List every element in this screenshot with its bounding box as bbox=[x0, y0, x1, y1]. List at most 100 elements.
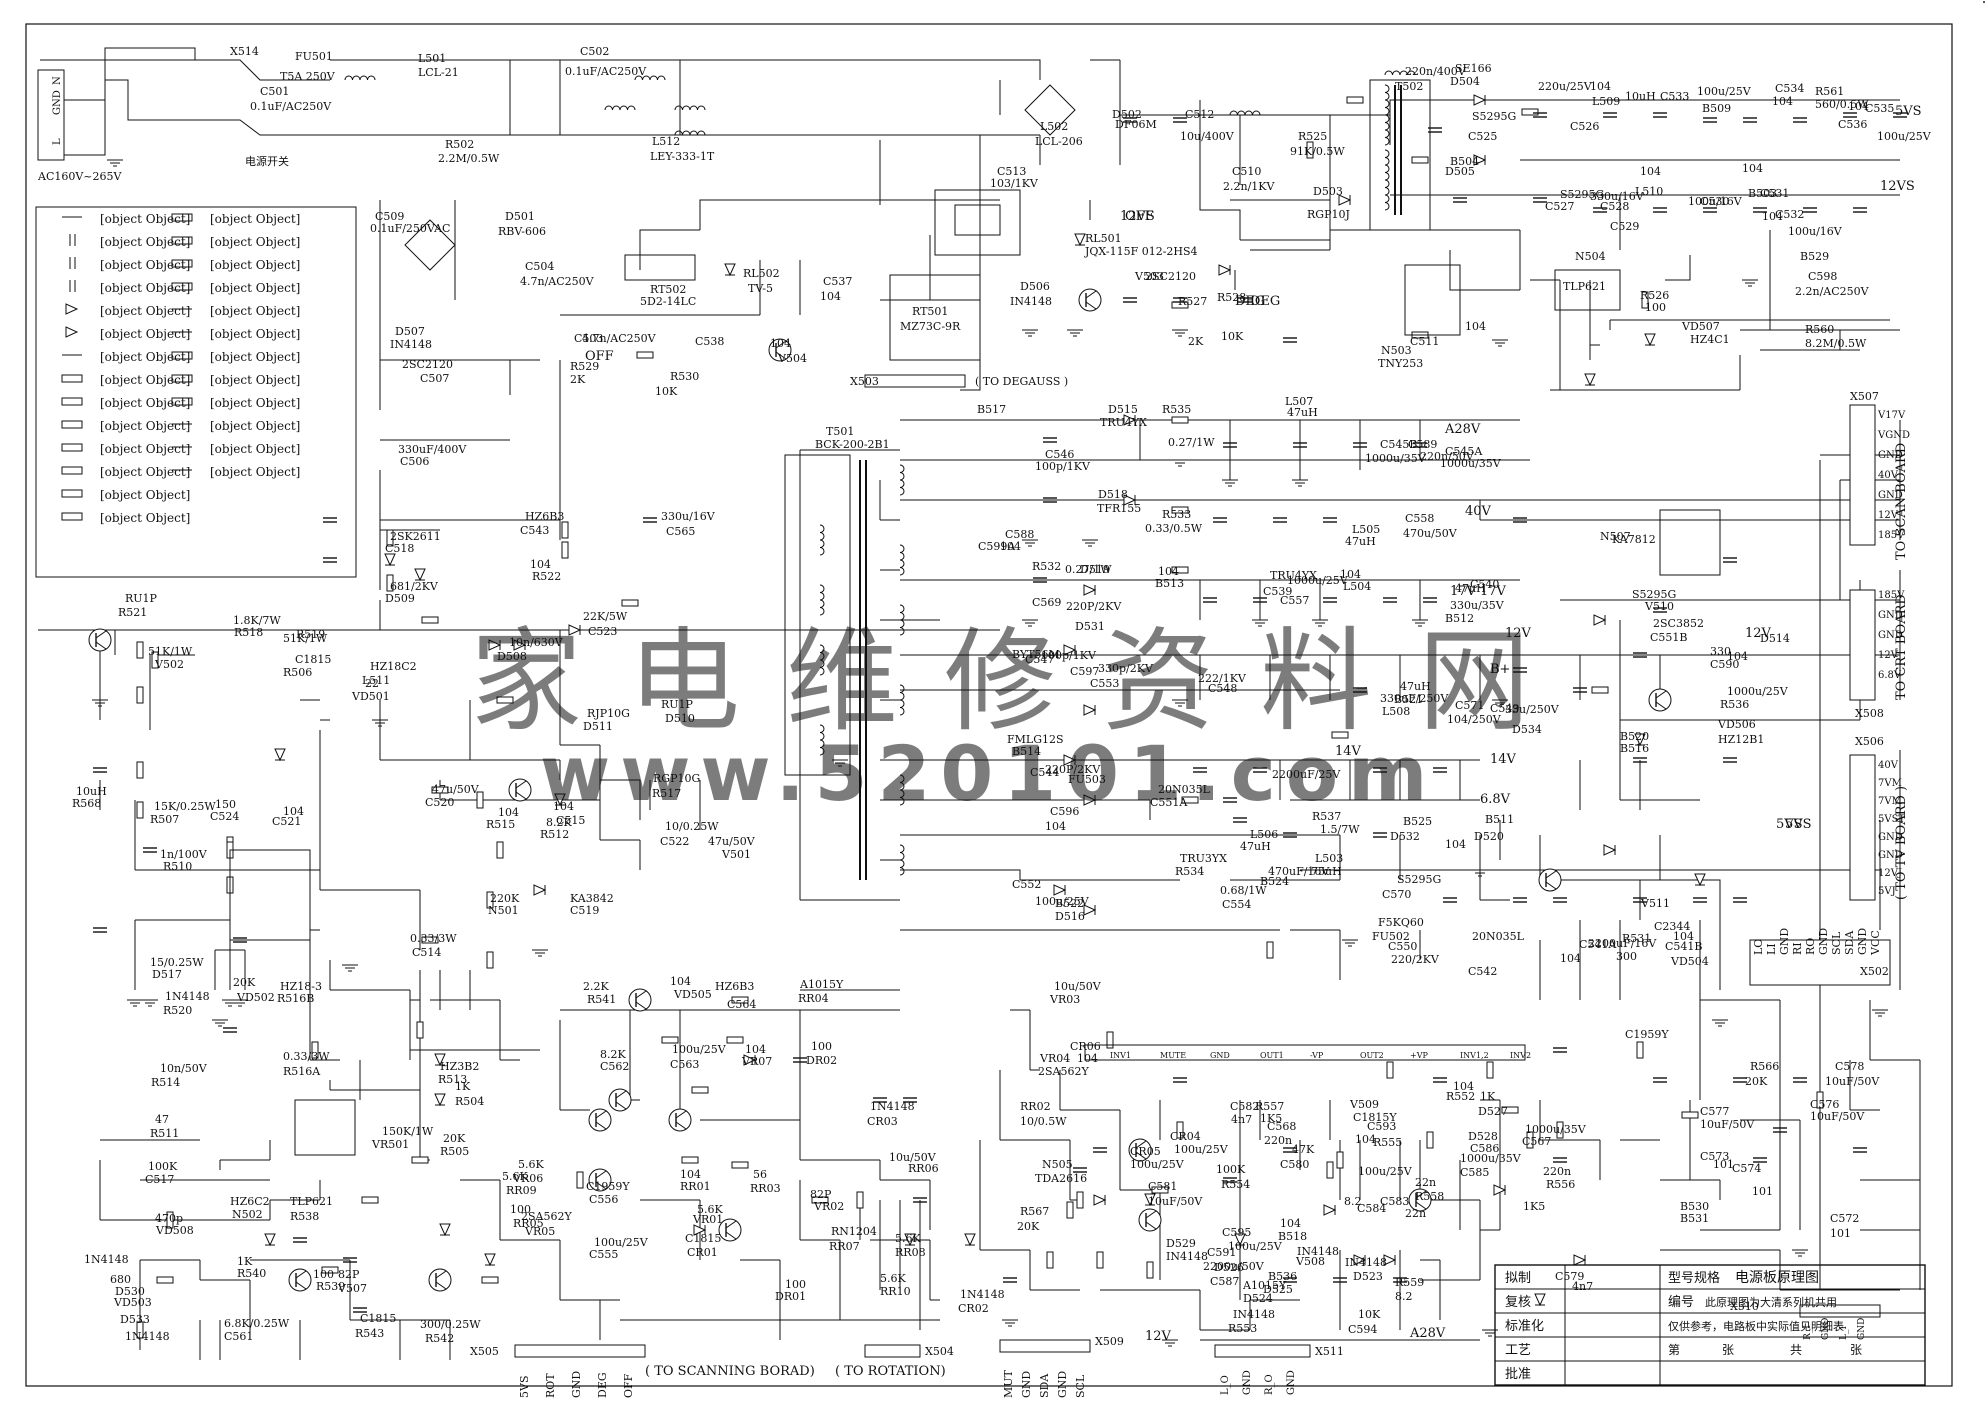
legend-label: [object Object] bbox=[210, 396, 300, 410]
component-label: 2SA562Y bbox=[521, 1210, 572, 1223]
transformer-winding bbox=[1384, 179, 1390, 211]
resistor bbox=[856, 1191, 864, 1209]
component-label: 22n bbox=[1415, 1176, 1436, 1189]
resistor bbox=[1681, 1111, 1699, 1119]
component-label: L501 bbox=[418, 52, 446, 65]
capacitor bbox=[292, 1237, 308, 1243]
connector-pin-label: ROT bbox=[544, 1373, 557, 1398]
component-label: RU1P bbox=[661, 698, 694, 711]
connector-pin-label: N bbox=[52, 76, 63, 85]
ground-symbol bbox=[1791, 1249, 1809, 1257]
component-label: 10/0.5W bbox=[1020, 1115, 1067, 1128]
diode bbox=[1534, 1293, 1546, 1306]
resistor bbox=[136, 761, 144, 779]
title-block-note: 仅供参考，电路板中实际值见明细表 bbox=[1668, 1319, 1844, 1333]
component-label: 0.33/3W bbox=[283, 1050, 330, 1063]
component-label: 8.2K bbox=[546, 816, 572, 829]
component-label: C561 bbox=[224, 1330, 253, 1343]
transistor bbox=[428, 1268, 452, 1292]
capacitor bbox=[92, 927, 108, 933]
wire bbox=[900, 869, 1021, 880]
component-label: 8.2 bbox=[1395, 1290, 1413, 1303]
ic-pin-label: INV1 bbox=[1110, 1051, 1131, 1060]
component-label: C599A bbox=[978, 540, 1016, 553]
component-label: CR01 bbox=[687, 1246, 718, 1259]
resistor bbox=[1046, 1251, 1054, 1269]
connector-x504 bbox=[864, 1344, 921, 1358]
title-block-row-label: 复核 bbox=[1505, 1295, 1531, 1310]
transistor bbox=[1648, 688, 1672, 712]
transformer-winding bbox=[899, 544, 905, 576]
component-label: R516B bbox=[277, 992, 314, 1005]
component-label: C1959Y bbox=[586, 1180, 630, 1193]
component-label: 330u/16V bbox=[661, 510, 716, 523]
rail-label: 12V bbox=[1505, 626, 1532, 641]
component-label: 91K/0.5W bbox=[1290, 145, 1345, 158]
component-label: C1815 bbox=[685, 1232, 721, 1245]
component-label: C541A bbox=[1579, 938, 1617, 951]
component-label: R507 bbox=[150, 813, 179, 826]
component-label: CR03 bbox=[867, 1115, 898, 1128]
diode bbox=[533, 884, 546, 896]
component-label: C540 bbox=[1470, 578, 1499, 591]
component-label: 1.5/7W bbox=[1320, 823, 1360, 836]
component-label: D530 bbox=[115, 1285, 145, 1298]
connector-pin-label: 5VJ bbox=[1878, 886, 1896, 897]
ic-pin-label: MUTE bbox=[1160, 1051, 1186, 1060]
component-label: 0.1uF/AC250V bbox=[250, 100, 332, 113]
component-label: R553 bbox=[1228, 1322, 1257, 1335]
component-label: VR05 bbox=[524, 1225, 555, 1238]
connector-pin-label: GND bbox=[1857, 1318, 1867, 1340]
component-label: C568 bbox=[1267, 1120, 1296, 1133]
component-label: B514 bbox=[1012, 745, 1041, 758]
transistor bbox=[288, 1268, 312, 1292]
component-label: N503 bbox=[1381, 344, 1412, 357]
ground-symbol bbox=[1066, 329, 1084, 337]
component-label: 2SC2120 bbox=[1145, 270, 1196, 283]
legend-label: [object Object] bbox=[100, 373, 190, 387]
component-label: C571 bbox=[1455, 699, 1484, 712]
component-label: D532 bbox=[1390, 830, 1420, 843]
component-label: C528 bbox=[1600, 200, 1629, 213]
rail-label: 17V bbox=[1450, 584, 1477, 599]
resistor bbox=[136, 686, 144, 704]
inductor-coil bbox=[1229, 110, 1261, 116]
component-label: D534 bbox=[1512, 723, 1542, 736]
connector-pin-label: 5VS bbox=[518, 1376, 531, 1398]
component-label: HZ6B3 bbox=[715, 980, 754, 993]
component-label: 470uF/16V bbox=[1268, 865, 1330, 878]
component-label: 220n/400V bbox=[1405, 65, 1467, 78]
drawing-title: 电源板原理图 bbox=[1735, 1270, 1819, 1286]
component-label: DR01 bbox=[775, 1290, 806, 1303]
component-label: D526 bbox=[1214, 1261, 1244, 1274]
watermark-cn: 家电维修资料网 bbox=[470, 617, 1576, 747]
component-label: 1000u/35V bbox=[1525, 1123, 1587, 1136]
connector-pin-label: R_O bbox=[1264, 1374, 1275, 1395]
component-label: 100u/25V bbox=[672, 1043, 727, 1056]
component-label: 10u/50V bbox=[889, 1151, 937, 1164]
legend-resistor-symbol bbox=[171, 213, 193, 222]
component-label: C545A bbox=[1445, 445, 1483, 458]
diode bbox=[439, 1223, 451, 1236]
capacitor bbox=[1422, 597, 1438, 603]
component-label: 1N4148 bbox=[960, 1288, 1005, 1301]
connector-pin-label: 12V bbox=[1878, 650, 1899, 661]
component-label: RGP10J bbox=[1307, 208, 1350, 221]
resistor bbox=[1346, 96, 1364, 104]
component-label: VD505 bbox=[673, 988, 712, 1001]
component-label: 104 bbox=[1045, 820, 1066, 833]
connector-x505-label: X505 bbox=[470, 1345, 499, 1358]
component-label: C521 bbox=[272, 815, 301, 828]
component-label: D533 bbox=[120, 1313, 150, 1326]
component-label: 20N035L bbox=[1472, 930, 1525, 943]
component-label: R517 bbox=[652, 787, 681, 800]
component-label: 22 bbox=[365, 677, 379, 690]
component-label: VD504 bbox=[1670, 955, 1709, 968]
legend-item bbox=[171, 351, 193, 360]
component-label: RR02 bbox=[1020, 1100, 1051, 1113]
component-label: 10uF/50V bbox=[1700, 1118, 1755, 1131]
wire bbox=[639, 229, 700, 270]
component-label: 4.7n/AC250V bbox=[582, 332, 657, 345]
transistor bbox=[608, 1088, 632, 1112]
resistor bbox=[621, 599, 639, 607]
